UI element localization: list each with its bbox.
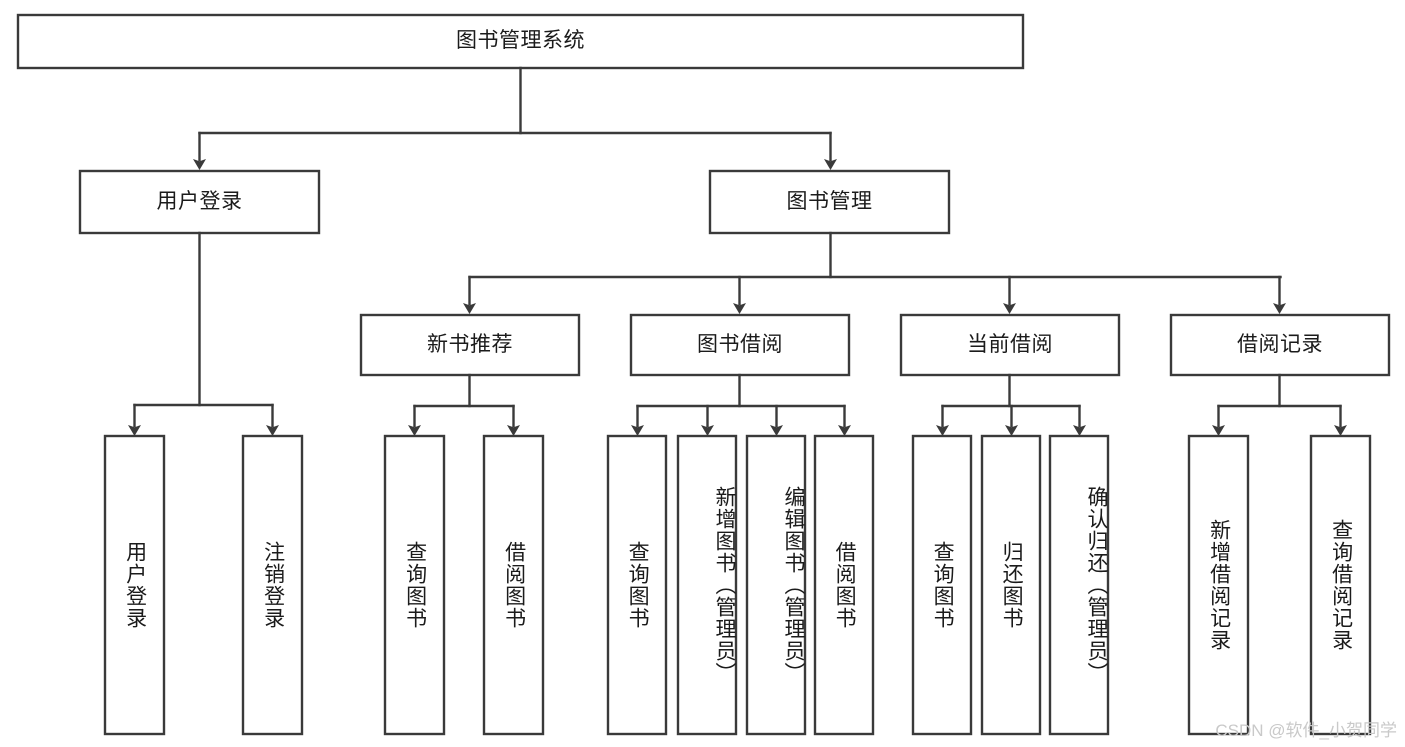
node-box-root[interactable] — [16, 13, 1025, 70]
node-box-new-book-recommend[interactable] — [359, 313, 581, 377]
leaf-box-query-borrow-record[interactable] — [1309, 434, 1372, 736]
leaf-box-borrow-book[interactable] — [813, 434, 875, 736]
leaf-box-add-book-admin[interactable] — [676, 434, 738, 736]
leaf-box-return-book[interactable] — [980, 434, 1042, 736]
node-box-borrow-records[interactable] — [1169, 313, 1391, 377]
leaf-box-edit-book-admin[interactable] — [745, 434, 807, 736]
node-box-book-management[interactable] — [708, 169, 951, 235]
leaf-box-query-books-current[interactable] — [911, 434, 973, 736]
leaf-box-query-books-borrow[interactable] — [606, 434, 668, 736]
leaf-box-add-borrow-record[interactable] — [1187, 434, 1250, 736]
leaf-box-confirm-return-admin[interactable] — [1048, 434, 1110, 736]
node-box-book-borrow[interactable] — [629, 313, 851, 377]
leaf-box-user-login[interactable] — [103, 434, 166, 736]
leaf-box-query-books-recommend[interactable] — [383, 434, 446, 736]
node-box-current-borrow[interactable] — [899, 313, 1121, 377]
leaf-box-user-logout[interactable] — [241, 434, 304, 736]
node-box-user-login[interactable] — [78, 169, 321, 235]
leaf-box-borrow-books-recommend[interactable] — [482, 434, 545, 736]
